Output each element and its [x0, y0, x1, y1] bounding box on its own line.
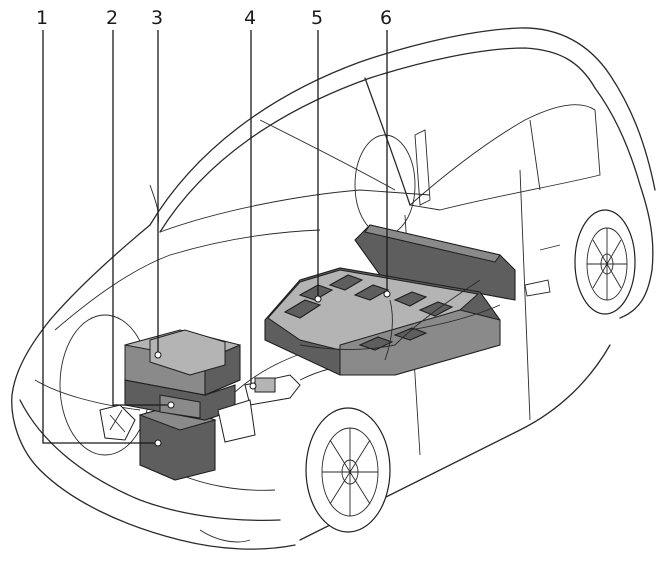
leader-5-dot: [314, 295, 322, 303]
callout-1: 1: [36, 7, 48, 29]
callout-3: 3: [151, 7, 163, 29]
callout-leaders: [42, 30, 391, 447]
component-3-inverter: [124, 329, 241, 396]
leader-2-dot: [167, 401, 175, 409]
component-5-6-battery-pack: [264, 224, 516, 376]
rear-wheel: [574, 209, 636, 315]
callout-6: 6: [380, 7, 392, 29]
leader-2: [112, 30, 168, 406]
leader-1-dot: [154, 439, 162, 447]
leader-4-dot: [249, 382, 257, 390]
callout-numbers: 1 2 3 4 5 6: [36, 7, 392, 29]
component-2-unit: [124, 379, 236, 421]
callout-5: 5: [311, 7, 323, 29]
callout-4: 4: [244, 7, 256, 29]
leader-1: [42, 30, 155, 444]
leader-3-dot: [154, 351, 162, 359]
front-wheel: [305, 407, 391, 533]
component-1-motor: [99, 404, 217, 481]
callout-2: 2: [106, 7, 118, 29]
leader-6-dot: [383, 290, 391, 298]
